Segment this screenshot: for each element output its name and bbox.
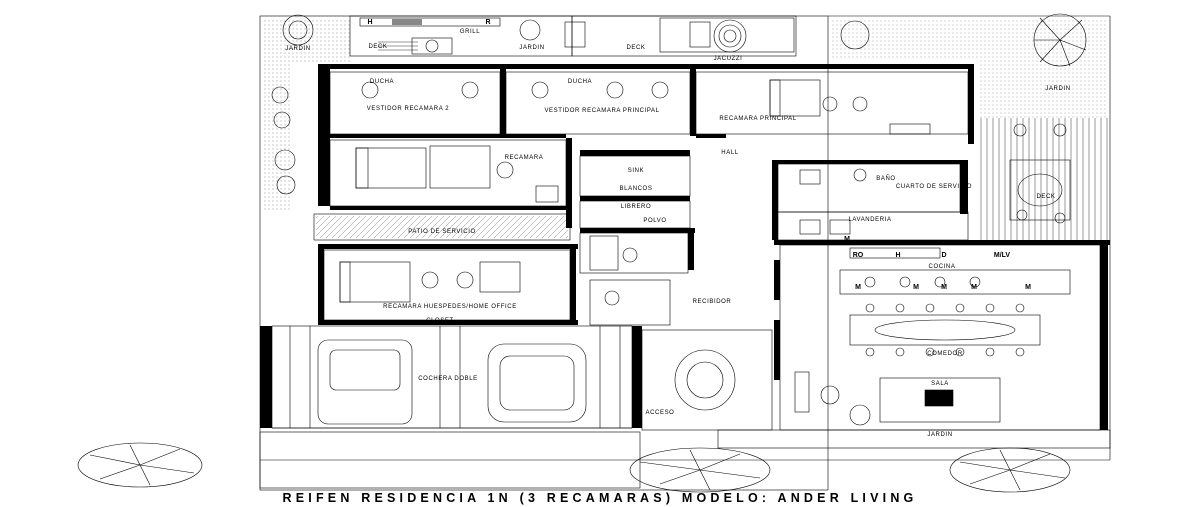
key-m-5: M [971, 284, 977, 291]
label-vestidor-principal: VESTIDOR RECAMARA PRINCIPAL [544, 108, 659, 114]
label-ducha-1: DUCHA [370, 79, 394, 85]
key-m-2: M [855, 284, 861, 291]
label-recamara-2: RECAMARA [505, 155, 544, 161]
key-ro: RO [853, 252, 864, 259]
garage-floor [259, 326, 641, 489]
label-jardin-top-mid: JARDIN [519, 45, 544, 51]
plan-title: REIFEN RESIDENCIA 1N (3 RECAMARAS) MODEL… [282, 491, 918, 505]
key-m-6: M [1025, 284, 1031, 291]
top-terrace [349, 15, 797, 57]
label-recamara-3: RECAMARA HUESPEDES/HOME OFFICE [383, 304, 517, 310]
label-cocina: COCINA [929, 264, 956, 270]
label-vestidor-2: VESTIDOR RECAMARA 2 [367, 106, 449, 112]
room-labels: JARDIN GRILL DECK JARDIN DECK JACUZZI JA… [285, 29, 1070, 438]
label-polvo: POLVO [643, 218, 666, 224]
key-h-kitchen: H [895, 252, 900, 259]
patio-hatch [316, 216, 568, 238]
label-comedor: COMEDOR [927, 351, 963, 357]
label-cuarto-servicio: CUARTO DE SERVICIO [896, 184, 972, 190]
label-deck-top-left: DECK [368, 44, 387, 50]
key-h-left: H [367, 19, 372, 26]
label-jardin-right: JARDIN [1045, 86, 1070, 92]
key-m-1: M [844, 236, 850, 243]
label-deck-top-mid: DECK [626, 45, 645, 51]
label-sink: SINK [628, 168, 644, 174]
key-d-kitchen: D [941, 252, 946, 259]
key-m-3: M [913, 284, 919, 291]
label-ducha-2: DUCHA [568, 79, 592, 85]
label-deck-right: DECK [1036, 194, 1055, 200]
furniture [317, 79, 1071, 426]
label-jacuzzi: JACUZZI [714, 56, 743, 62]
deck-right [980, 118, 1108, 243]
label-grill: GRILL [460, 29, 480, 35]
label-acceso: ACCESO [646, 410, 675, 416]
label-librero: LIBRERO [621, 204, 652, 210]
key-m-4: M [941, 284, 947, 291]
label-lavanderia: LAVANDERIA [848, 217, 891, 223]
label-recibidor: RECIBIDOR [693, 299, 732, 305]
label-jardin-front: JARDIN [927, 432, 952, 438]
label-closet: CLOSET [426, 318, 454, 324]
interior-lines [271, 71, 1111, 449]
garden-top-left [262, 14, 350, 212]
label-jardin-top-left: JARDIN [285, 46, 310, 52]
house-walls [260, 64, 1110, 430]
label-hall: HALL [721, 150, 738, 156]
label-patio-servicio: PATIO DE SERVICIO [408, 229, 476, 235]
key-r-left: R [485, 19, 490, 26]
label-blancos: BLANCOS [620, 186, 653, 192]
label-recamara-principal: RECAMARA PRINCIPAL [719, 116, 796, 122]
key-mlv: M/LV [994, 252, 1011, 259]
label-bano-servicio: BAÑO [876, 175, 895, 182]
key-letters: H R M M M M M M RO H D M/LV [367, 19, 1031, 291]
label-cochera: COCHERA DOBLE [418, 376, 477, 382]
front-trees [77, 442, 1071, 493]
garden-top-right [830, 13, 1108, 118]
label-sala: SALA [931, 381, 949, 387]
